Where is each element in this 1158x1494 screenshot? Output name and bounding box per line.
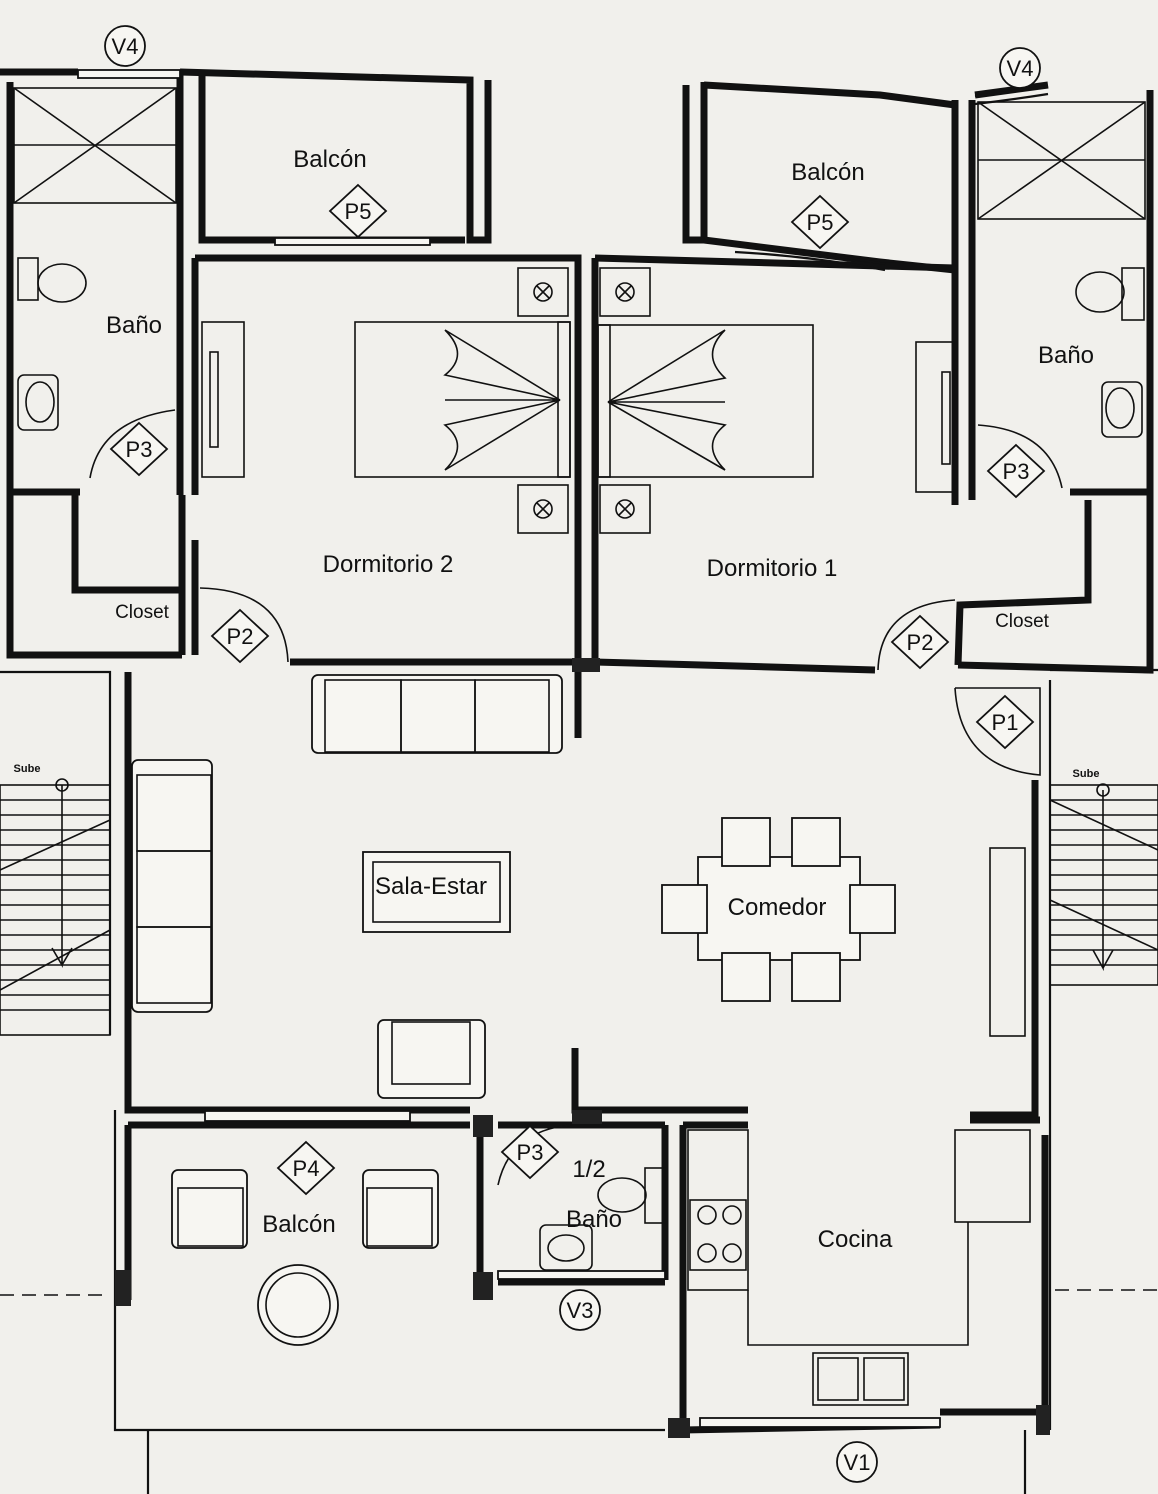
window-tag-v4-right: V4 xyxy=(999,47,1041,89)
bedroom-1-furniture xyxy=(597,267,956,671)
door-tag-p3-half-bath-label: P3 xyxy=(517,1140,544,1165)
room-label-comedor: Comedor xyxy=(728,894,827,921)
door-tag-p3-right: P3 xyxy=(986,443,1046,499)
window-tag-v4-left: V4 xyxy=(104,25,146,67)
door-tag-p3-half-bath: P3 xyxy=(500,1124,560,1180)
room-label-balcon-top-left: Balcón xyxy=(293,146,366,173)
door-tag-p1: P1 xyxy=(975,694,1035,750)
stair-left xyxy=(0,778,111,1036)
room-label-balcon-bottom: Balcón xyxy=(262,1211,335,1238)
room-label-sala-estar: Sala-Estar xyxy=(375,873,487,900)
stair-label-right: Sube xyxy=(1073,768,1100,780)
columns xyxy=(115,658,1050,1438)
window-tag-v1: V1 xyxy=(836,1441,878,1483)
window-tag-v1-label: V1 xyxy=(844,1450,871,1475)
kitchen-fixtures xyxy=(687,1129,1031,1406)
room-label-balcon-top-right: Balcón xyxy=(791,159,864,186)
door-tag-p5-left: P5 xyxy=(328,183,388,239)
door-tag-p2-right-label: P2 xyxy=(907,630,934,655)
window-tag-v3: V3 xyxy=(559,1289,601,1331)
window-tag-v4-left-label: V4 xyxy=(112,34,139,59)
bedroom-2-furniture xyxy=(199,267,571,663)
dining-furniture xyxy=(661,817,896,1002)
bathroom-right-fixtures xyxy=(977,101,1146,489)
room-label-cocina: Cocina xyxy=(818,1226,893,1253)
balcony-furniture xyxy=(171,1169,439,1346)
door-tag-p4-label: P4 xyxy=(293,1156,320,1181)
door-tag-p3-left-label: P3 xyxy=(126,437,153,462)
room-label-closet-right: Closet xyxy=(995,611,1050,632)
door-tag-p3-right-label: P3 xyxy=(1003,459,1030,484)
window-tag-v4-right-label: V4 xyxy=(1007,56,1034,81)
walls xyxy=(0,68,1154,1434)
door-tag-p4: P4 xyxy=(276,1140,336,1196)
door-tag-p5-right: P5 xyxy=(790,194,850,250)
entry-door-swing xyxy=(954,687,1041,776)
door-tag-p2-right: P2 xyxy=(890,614,950,670)
room-labels: Balcón Balcón Baño Baño Dormitorio 2 Dor… xyxy=(14,146,1100,1253)
door-tag-p3-left: P3 xyxy=(109,421,169,477)
bathroom-left-fixtures xyxy=(13,87,177,479)
door-tag-p5-left-label: P5 xyxy=(345,199,372,224)
room-label-half-bath-bottom: Baño xyxy=(566,1206,622,1233)
living-furniture xyxy=(131,674,563,1099)
section-lines xyxy=(0,1289,1158,1296)
door-tag-p1-label: P1 xyxy=(992,710,1019,735)
stair-right xyxy=(989,783,1158,1037)
room-label-bano-right: Baño xyxy=(1038,342,1094,369)
window-tag-v3-label: V3 xyxy=(567,1298,594,1323)
door-tag-p5-right-label: P5 xyxy=(807,210,834,235)
room-label-half-bath-top: 1/2 xyxy=(572,1156,605,1183)
door-tag-p2-left: P2 xyxy=(210,608,270,664)
room-label-dormitorio-1: Dormitorio 1 xyxy=(707,555,838,582)
room-label-bano-left: Baño xyxy=(106,312,162,339)
room-label-dormitorio-2: Dormitorio 2 xyxy=(323,551,454,578)
door-tag-p2-left-label: P2 xyxy=(227,624,254,649)
windows xyxy=(77,69,1049,1428)
room-label-closet-left: Closet xyxy=(115,602,170,623)
stair-label-left: Sube xyxy=(14,763,41,775)
